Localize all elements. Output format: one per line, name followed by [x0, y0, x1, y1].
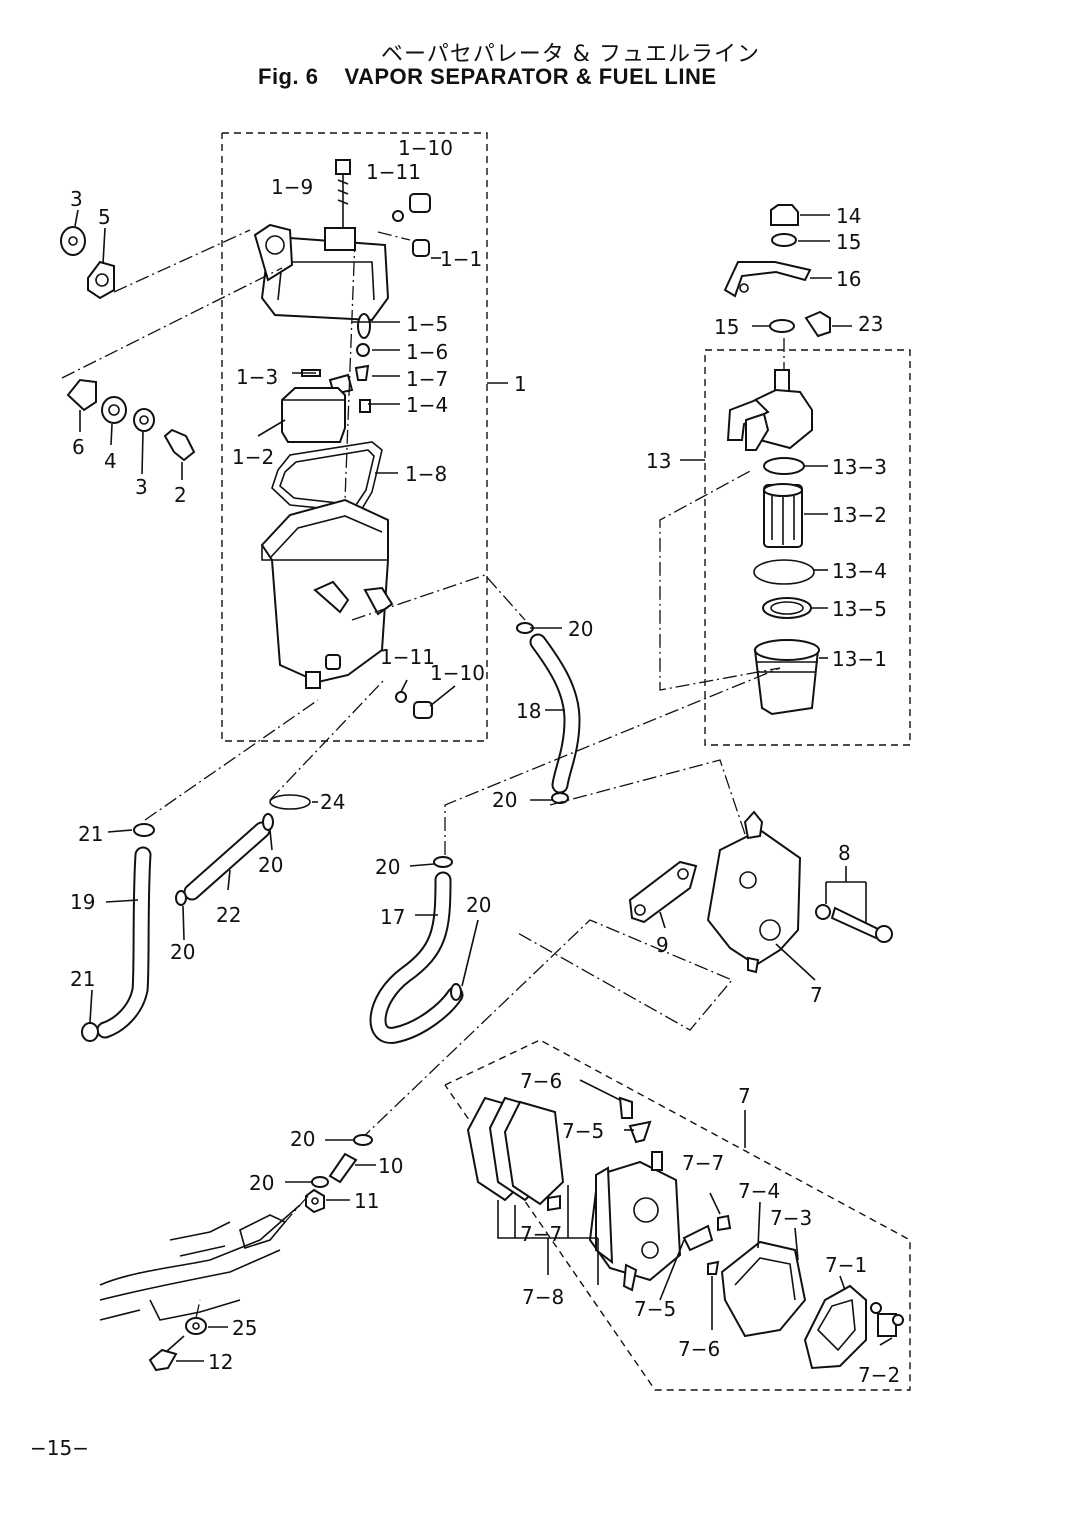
- figure-number: Fig. 6: [258, 64, 319, 89]
- label-7-6b: 7−6: [678, 1337, 720, 1361]
- label-20h: 20: [249, 1171, 274, 1195]
- label-21a: 21: [78, 822, 103, 846]
- label-11: 11: [354, 1189, 379, 1213]
- label-13-2: 13−2: [832, 503, 887, 527]
- assembly-1-group: [221, 132, 508, 742]
- label-15a: 15: [836, 230, 861, 254]
- left-parts-group: [60, 209, 283, 480]
- label-20c: 20: [258, 853, 283, 877]
- label-17: 17: [380, 905, 405, 929]
- label-1-8: 1−8: [405, 462, 447, 486]
- label-7a: 7: [810, 983, 823, 1007]
- label-1-1: 1−1: [440, 247, 482, 271]
- figure-title-text: VAPOR SEPARATOR & FUEL LINE: [344, 64, 717, 89]
- label-1: 1: [514, 372, 527, 396]
- label-1-2: 1−2: [232, 445, 274, 469]
- part-labels: 1−10 1−9 1−11 1−1 1−5 1−6 1−3 1−7 1−4 1−…: [70, 136, 900, 1387]
- label-4: 4: [104, 449, 117, 473]
- label-20e: 20: [375, 855, 400, 879]
- label-5: 5: [98, 205, 111, 229]
- filter-assembly-13-group: [680, 204, 911, 746]
- label-22: 22: [216, 903, 241, 927]
- label-19: 19: [70, 890, 95, 914]
- label-7-5b: 7−5: [634, 1297, 676, 1321]
- label-1-6: 1−6: [406, 340, 448, 364]
- label-7-7a: 7−7: [682, 1151, 724, 1175]
- label-3a: 3: [70, 187, 83, 211]
- label-7b: 7: [738, 1084, 751, 1108]
- label-10: 10: [378, 1154, 403, 1178]
- label-20b: 20: [492, 788, 517, 812]
- fuel-pump-group: [628, 810, 893, 981]
- label-20f: 20: [466, 893, 491, 917]
- title-japanese: ベーパセパレータ & フュエルライン: [381, 42, 760, 67]
- label-1-7: 1−7: [406, 367, 448, 391]
- label-20a: 20: [568, 617, 593, 641]
- label-7-2: 7−2: [858, 1363, 900, 1387]
- label-13-5: 13−5: [832, 597, 887, 621]
- label-21b: 21: [70, 967, 95, 991]
- page-number: −15−: [30, 1436, 89, 1460]
- label-7-7b: 7−7: [520, 1222, 562, 1246]
- label-7-1: 7−1: [825, 1253, 867, 1277]
- label-15b: 15: [714, 315, 739, 339]
- label-1-10b: 1−10: [430, 661, 485, 685]
- label-1-5: 1−5: [406, 312, 448, 336]
- label-8: 8: [838, 841, 851, 865]
- label-1-4: 1−4: [406, 393, 448, 417]
- label-6: 6: [72, 435, 85, 459]
- label-1-10a: 1−10: [398, 136, 453, 160]
- label-20d: 20: [170, 940, 195, 964]
- figure-title: Fig. 6 VAPOR SEPARATOR & FUEL LINE: [258, 64, 717, 90]
- label-20g: 20: [290, 1127, 315, 1151]
- label-7-4: 7−4: [738, 1179, 780, 1203]
- label-7-8: 7−8: [522, 1285, 564, 1309]
- label-24: 24: [320, 790, 345, 814]
- label-7-5a: 7−5: [562, 1119, 604, 1143]
- label-23: 23: [858, 312, 883, 336]
- label-13-4: 13−4: [832, 559, 887, 583]
- label-16: 16: [836, 267, 861, 291]
- label-18: 18: [516, 699, 541, 723]
- label-1-11a: 1−11: [366, 160, 421, 184]
- label-1-3: 1−3: [236, 365, 278, 389]
- label-12: 12: [208, 1350, 233, 1374]
- label-25: 25: [232, 1316, 257, 1340]
- label-7-3: 7−3: [770, 1206, 812, 1230]
- label-13-1: 13−1: [832, 647, 887, 671]
- hoses-group: [81, 469, 781, 1141]
- label-7-6a: 7−6: [520, 1069, 562, 1093]
- label-13-3: 13−3: [832, 455, 887, 479]
- engine-fragment-group: [99, 1134, 376, 1372]
- label-3b: 3: [135, 475, 148, 499]
- label-13: 13: [646, 449, 671, 473]
- label-1-11b: 1−11: [380, 645, 435, 669]
- label-9: 9: [656, 933, 669, 957]
- pump-exploded-group: [444, 1039, 911, 1391]
- label-2: 2: [174, 483, 187, 507]
- label-14: 14: [836, 204, 861, 228]
- label-1-9: 1−9: [271, 175, 313, 199]
